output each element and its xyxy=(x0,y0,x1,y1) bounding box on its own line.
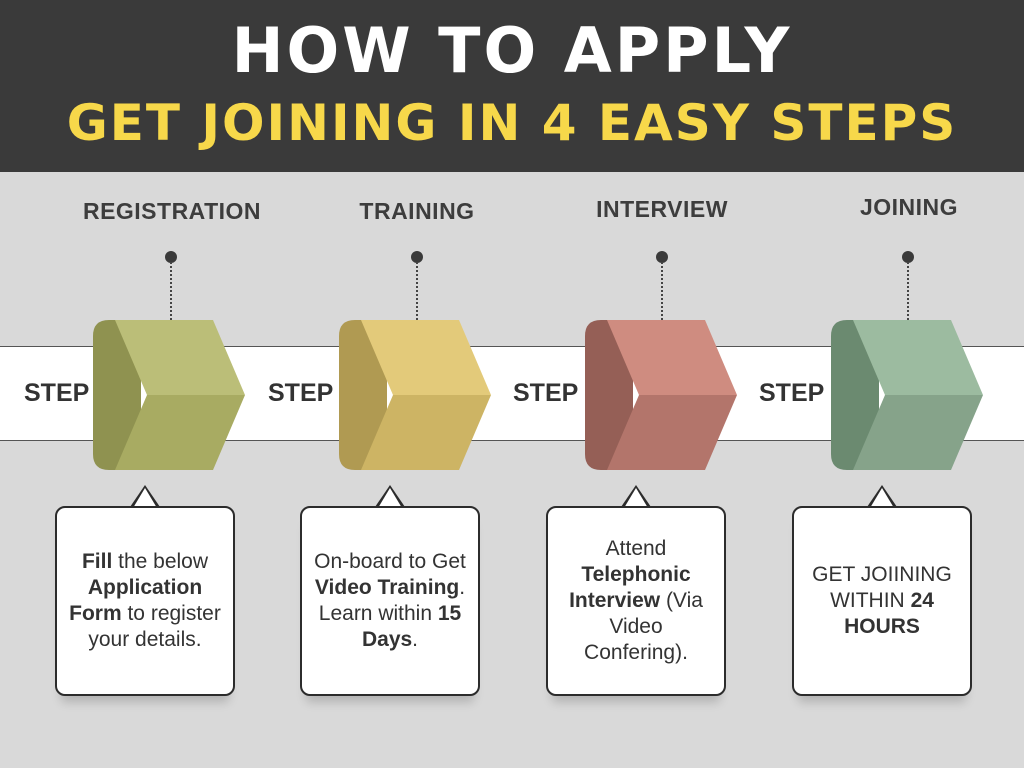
description-text: Attend xyxy=(605,537,667,560)
description-emphasis: 15 Days xyxy=(361,602,462,651)
step-label-4: STEP 4 xyxy=(759,379,845,407)
step-description-1: Fill the below Application Form to regis… xyxy=(69,549,221,653)
step-card-1: Fill the below Application Form to regis… xyxy=(55,485,235,696)
pin-dot-4 xyxy=(902,251,914,263)
chevron-fold xyxy=(93,320,141,470)
page-subtitle: GET JOINING IN 4 EASY STEPS xyxy=(66,94,958,152)
step-label-3: STEP 3 xyxy=(513,379,599,407)
description-text: to register your details. xyxy=(88,602,221,651)
chevron-fold xyxy=(339,320,387,470)
pin-dot-3 xyxy=(656,251,668,263)
step-card-3: Attend Telephonic Interview (Via Video C… xyxy=(546,485,726,696)
description-text: the below xyxy=(112,550,209,573)
description-emphasis: 24 HOURS xyxy=(844,589,934,638)
chevron-bottom-face xyxy=(361,395,491,470)
chevron-icon-step-2 xyxy=(339,320,491,470)
chevron-top-face xyxy=(361,320,491,395)
chevron-top-face xyxy=(115,320,245,395)
header-banner xyxy=(0,0,1024,172)
step-card-2: On-board to Get Video Training. Learn wi… xyxy=(300,485,480,696)
description-emphasis: Application Form xyxy=(69,576,203,625)
chevron-icon-step-4 xyxy=(831,320,983,470)
chevron-top-face xyxy=(853,320,983,395)
step-card-4: GET JOIINING WITHIN 24 HOURS xyxy=(792,485,972,696)
chevron-icon-step-3 xyxy=(585,320,737,470)
step-description-2: On-board to Get Video Training. Learn wi… xyxy=(314,549,466,653)
chevron-bottom-face xyxy=(607,395,737,470)
description-emphasis: Fill xyxy=(81,550,113,573)
step-description-4: GET JOIINING WITHIN 24 HOURS xyxy=(806,562,958,640)
step-title-registration: REGISTRATION xyxy=(82,198,262,224)
pin-dot-1 xyxy=(165,251,177,263)
pin-line-1 xyxy=(170,262,172,320)
step-title-training: TRAINING xyxy=(359,198,475,224)
chevron-bottom-face xyxy=(115,395,245,470)
page-title: HOW TO APPLY xyxy=(231,14,793,87)
chevron-top-face xyxy=(607,320,737,395)
step-title-joining: JOINING xyxy=(859,194,959,220)
pin-line-4 xyxy=(907,262,909,320)
description-text: . xyxy=(412,628,419,651)
description-emphasis: Video Training xyxy=(314,576,460,599)
pin-line-3 xyxy=(661,262,663,320)
chevron-fold xyxy=(831,320,879,470)
chevron-icon-step-1 xyxy=(93,320,245,470)
description-emphasis: Telephonic Interview xyxy=(569,563,691,612)
step-title-interview: INTERVIEW xyxy=(596,196,728,222)
description-text: (Via Video Confering). xyxy=(584,589,703,664)
chevron-bottom-face xyxy=(853,395,983,470)
description-text: . Learn within xyxy=(318,576,466,625)
chevron-fold xyxy=(585,320,633,470)
description-text: On-board to Get xyxy=(314,550,466,573)
step-description-3: Attend Telephonic Interview (Via Video C… xyxy=(560,536,712,666)
pin-line-2 xyxy=(416,262,418,320)
description-text: GET JOIINING WITHIN xyxy=(812,563,952,612)
pin-dot-2 xyxy=(411,251,423,263)
